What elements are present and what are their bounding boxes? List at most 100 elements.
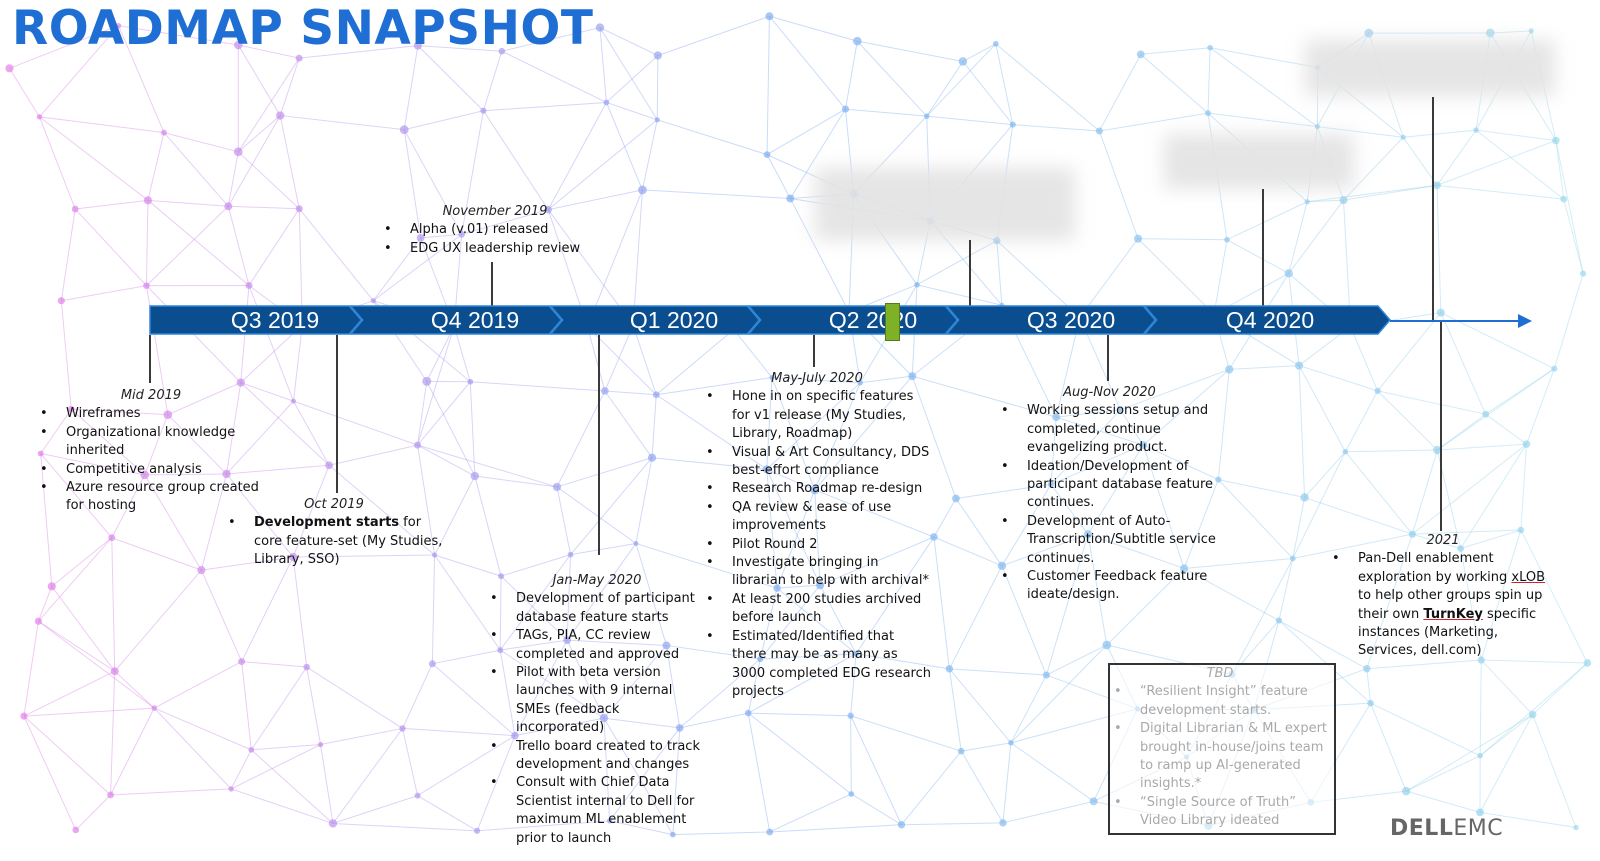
- network-edge: [948, 668, 962, 752]
- network-edge: [402, 728, 419, 796]
- network-edge: [926, 43, 997, 117]
- network-node: [1284, 269, 1293, 278]
- network-edge: [1370, 702, 1481, 757]
- network-edge: [293, 400, 418, 446]
- network-edge: [1137, 238, 1215, 315]
- milestone-heading: Mid 2019: [120, 388, 182, 403]
- network-edge: [1304, 496, 1413, 535]
- network-edge: [851, 793, 902, 826]
- milestone-item: Development starts for core feature-set …: [224, 514, 444, 569]
- network-edge: [403, 129, 422, 238]
- network-edge: [306, 666, 403, 729]
- network-edge: [632, 325, 657, 395]
- network-edge: [996, 240, 1081, 318]
- network-edge: [1412, 529, 1521, 535]
- connector-oct2019: [336, 335, 338, 493]
- network-node: [603, 99, 610, 106]
- timeline-arrow-head: [1518, 314, 1532, 328]
- network-edge: [771, 377, 861, 384]
- network-edge: [1010, 644, 1108, 744]
- network-edge: [856, 40, 928, 117]
- milestone-item: EDG UX leadership review: [380, 240, 610, 259]
- network-edge: [641, 119, 658, 191]
- milestone-jan-may-2020: Jan-May 2020 Development of participant …: [486, 572, 708, 848]
- network-node: [34, 617, 42, 625]
- network-edge: [1520, 444, 1527, 531]
- network-edge: [1412, 443, 1527, 535]
- network-edge: [926, 115, 1013, 126]
- network-edge: [850, 715, 902, 825]
- network-edge: [38, 620, 116, 672]
- network-edge: [961, 742, 1011, 752]
- network-edge: [61, 285, 147, 302]
- network-node: [498, 573, 505, 580]
- network-node: [763, 151, 771, 159]
- network-edge: [1207, 112, 1318, 128]
- network-edge: [469, 381, 476, 477]
- network-node: [945, 665, 954, 673]
- network-node: [633, 540, 639, 546]
- network-edge: [1344, 390, 1379, 452]
- network-node: [1374, 387, 1381, 394]
- network-node: [470, 471, 480, 481]
- network-edge: [606, 101, 658, 121]
- milestone-item: Estimated/Identified that there may be a…: [702, 628, 932, 702]
- network-edge: [962, 43, 997, 62]
- network-edge: [501, 27, 601, 52]
- network-edge: [1012, 124, 1100, 132]
- network-edge: [402, 663, 433, 729]
- network-edge: [1485, 413, 1527, 445]
- network-edge: [417, 444, 558, 488]
- network-edge: [1555, 140, 1584, 274]
- network-node: [654, 117, 660, 123]
- network-edge: [403, 45, 419, 130]
- chevron-divider: [747, 305, 762, 335]
- network-edge: [248, 285, 294, 402]
- milestone-item: At least 200 studies archived before lau…: [702, 591, 932, 628]
- network-edge: [417, 325, 455, 446]
- network-edge: [114, 569, 202, 672]
- network-edge: [651, 394, 657, 458]
- network-edge: [635, 457, 653, 544]
- milestone-heading: Aug-Nov 2020: [1063, 385, 1156, 400]
- network-node: [473, 827, 481, 834]
- quarter-label-q3-2019: Q3 2019: [230, 307, 320, 333]
- network-node: [1528, 28, 1534, 34]
- network-node: [1224, 236, 1230, 243]
- milestone-item: Pilot with beta version launches with 9 …: [486, 664, 708, 738]
- network-edge: [604, 390, 653, 458]
- milestone-heading: Jan-May 2020: [552, 573, 642, 588]
- network-edge: [51, 537, 113, 587]
- network-edge: [1377, 390, 1438, 451]
- network-node: [414, 792, 421, 799]
- network-edge: [769, 793, 852, 833]
- network-edge: [1436, 185, 1442, 313]
- network-node: [248, 746, 255, 753]
- network-node: [295, 54, 303, 62]
- network-edge: [23, 715, 111, 796]
- network-node: [370, 298, 376, 304]
- network-edge: [1010, 674, 1047, 744]
- network-node: [399, 125, 409, 135]
- connector-mayjul2020: [813, 335, 815, 367]
- network-node: [567, 551, 574, 558]
- network-edge: [599, 27, 659, 56]
- network-node: [769, 374, 775, 381]
- network-edge: [38, 116, 76, 210]
- network-edge: [860, 375, 913, 384]
- network-edge: [955, 498, 1003, 567]
- network-edge: [500, 554, 571, 577]
- network-node: [1294, 361, 1304, 370]
- network-edge: [933, 536, 1003, 567]
- network-node: [107, 791, 114, 799]
- network-node: [847, 712, 854, 719]
- network-edge: [599, 27, 607, 103]
- quarter-label-q4-2020: Q4 2020: [1225, 307, 1315, 333]
- milestone-item-emphasis: TurnKey: [1423, 606, 1483, 622]
- network-edge: [1377, 390, 1486, 415]
- network-edge: [227, 151, 239, 207]
- network-edge: [241, 661, 252, 750]
- milestone-may-jul-2020: May-July 2020 Hone in on specific featur…: [702, 370, 932, 701]
- network-node: [952, 494, 960, 503]
- milestone-item: Competitive analysis: [36, 461, 266, 480]
